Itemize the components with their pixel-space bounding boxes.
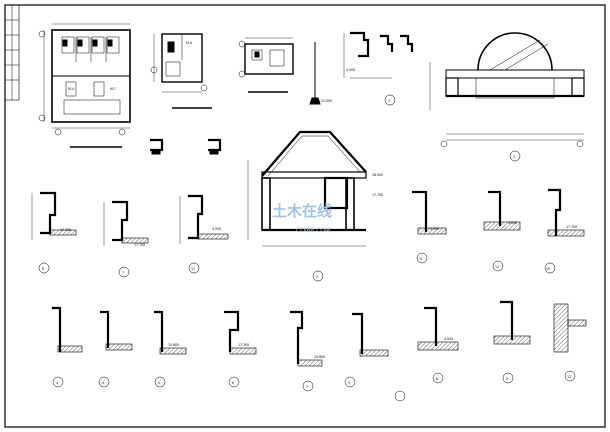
roof-section: 18.000 17.700 2: [247, 130, 383, 282]
section-mark-r2-4: 2: [316, 275, 318, 279]
section-mark-r2-7: 10: [546, 267, 550, 271]
roof-level-2: 17.700: [372, 193, 383, 197]
detail-4b: 4: [98, 310, 133, 388]
section-mark-r3-6: 5: [348, 381, 350, 385]
section-mark-r2-2: 7: [122, 271, 124, 275]
d5a-level: 15.600: [168, 343, 179, 347]
section-mark-r2-3: 11: [191, 267, 195, 271]
section-mark-r3-2: 4: [102, 381, 104, 385]
detail-12: 12: [553, 303, 587, 382]
detail-7: 17.700 7: [103, 200, 149, 278]
title-strip-cells: [5, 5, 19, 100]
detail-8: 4.500 8: [417, 306, 459, 384]
d10-level: 17.700: [566, 225, 577, 229]
detail-5a: 15.600 5: [154, 310, 187, 388]
section-mark-r2-1: 6: [42, 267, 44, 271]
detail-4a: 4: [52, 306, 83, 388]
steeple: 21.000: [309, 42, 332, 105]
detail-5b: 5: [344, 312, 389, 388]
steeple-level: 21.000: [321, 99, 332, 103]
toilet-plan: M-4 M-7: [38, 23, 131, 148]
watermark-brand: 土木在线: [272, 202, 332, 220]
plan-door-label-1: M-4: [68, 87, 74, 91]
detail-9b: 9: [493, 300, 531, 384]
bathroom-plan-detail: [238, 37, 294, 93]
watermark-url: COI88.COM: [296, 227, 330, 234]
section-mark-r3-5: 7: [306, 385, 308, 389]
detail-9: 4.500 9: [412, 190, 447, 264]
d8-level: 4.500: [444, 337, 453, 341]
section-mark-r2-5: 9: [420, 257, 422, 261]
watermark: 土木在线 COI88.COM: [272, 202, 332, 234]
d7-level: 17.700: [134, 243, 145, 247]
section-mark-r3-8: 9: [506, 377, 508, 381]
section-mark-r3-1: 4: [56, 381, 58, 385]
detail-6: 17.700 6: [31, 191, 77, 274]
cornice-level: 4.500: [346, 68, 355, 72]
detail-11a: 4.500 11: [179, 194, 229, 274]
section-mark-r2-6: 11: [495, 265, 499, 269]
d11b-level: 4.500: [508, 221, 517, 225]
d7b-level: 15.600: [314, 355, 325, 359]
detail-6b: 17.700 6: [224, 310, 257, 388]
plan-door-label-2: M-7: [110, 87, 116, 91]
section-mark-r1-2: 3: [513, 155, 515, 159]
small-detail-label: M-4: [186, 41, 192, 45]
section-mark-r3-9: 12: [567, 375, 571, 379]
dome-elevation: 3: [429, 32, 585, 162]
roof-level-1: 18.000: [372, 173, 383, 177]
d11a-level: 4.500: [212, 227, 221, 231]
d6b-level: 17.700: [238, 343, 249, 347]
detail-7b: 15.600 7: [290, 310, 325, 392]
section-mark-r3-7: 8: [436, 377, 438, 381]
small-plan-detail: M-4: [150, 33, 212, 109]
sheet-border: [4, 4, 606, 428]
detail-11b: 4.500 11: [483, 190, 521, 272]
orphan-section-mark: [394, 390, 406, 402]
detail-10: 17.700 10: [544, 188, 585, 274]
d6-level: 17.700: [60, 228, 71, 232]
section-mark-r3-4: 6: [232, 381, 234, 385]
small-cornice-details: [150, 138, 222, 155]
section-mark-r3-3: 5: [158, 381, 160, 385]
cornice-profile: 4.500 1: [343, 31, 414, 106]
d9-level: 4.500: [430, 227, 439, 231]
section-mark-r1-1: 1: [388, 99, 390, 103]
